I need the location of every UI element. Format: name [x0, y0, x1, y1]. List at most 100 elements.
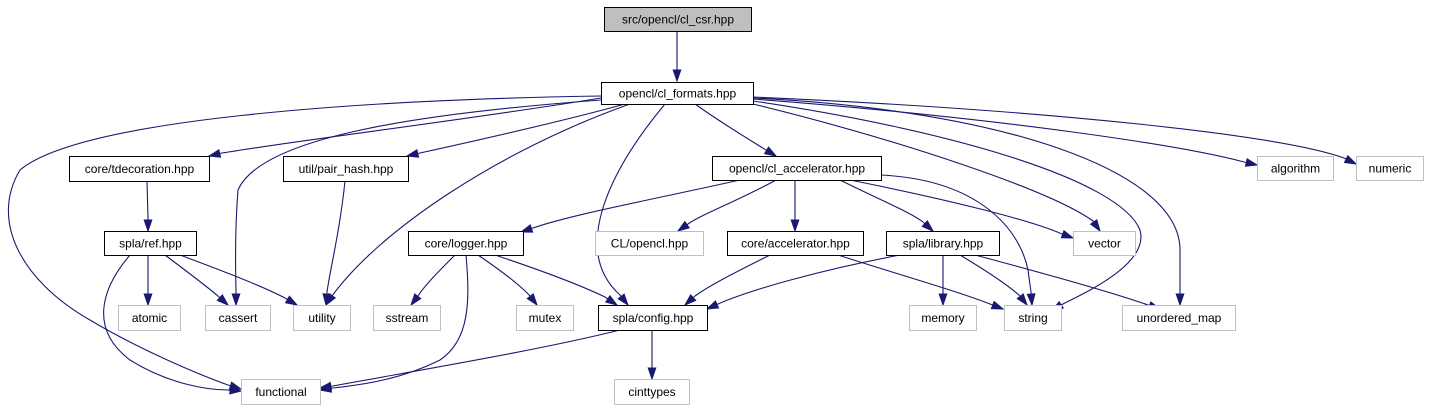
node-box[interactable] — [1356, 156, 1424, 181]
node-box[interactable] — [614, 379, 690, 405]
node-box[interactable] — [1257, 156, 1334, 181]
node-box[interactable] — [595, 231, 704, 256]
edge-cl_accelerator-to-logger — [519, 179, 741, 233]
node-box[interactable] — [909, 305, 977, 331]
node-logger[interactable]: core/logger.hpp — [408, 231, 524, 256]
node-box[interactable] — [598, 305, 708, 331]
node-box[interactable] — [408, 231, 524, 256]
node-box[interactable] — [205, 305, 271, 331]
node-box[interactable] — [373, 305, 441, 331]
node-box[interactable] — [104, 231, 197, 256]
node-memory[interactable]: memory — [909, 305, 977, 331]
node-label: string — [1018, 311, 1047, 325]
edge-cl_csr-to-cl_formats — [672, 31, 682, 83]
edge-logger-to-mutex — [477, 254, 538, 307]
node-unordered_map[interactable]: unordered_map — [1122, 305, 1236, 331]
node-label: opencl/cl_formats.hpp — [619, 87, 737, 101]
node-box[interactable] — [712, 156, 882, 181]
edge-line — [208, 97, 602, 157]
edge-config-to-cinttypes — [647, 330, 657, 381]
node-cl_csr[interactable]: src/opencl/cl_csr.hpp — [604, 7, 752, 32]
edge-line — [706, 254, 901, 310]
edge-library-to-string — [959, 254, 1028, 307]
edge-line — [694, 103, 777, 157]
node-label: atomic — [132, 311, 167, 325]
edge-line — [103, 254, 242, 392]
node-cl_opencl[interactable]: CL/opencl.hpp — [595, 231, 704, 256]
edge-line — [325, 180, 346, 306]
node-functional[interactable]: functional — [241, 379, 321, 405]
arrowhead — [318, 381, 333, 391]
arrowhead — [1060, 229, 1075, 239]
node-label: numeric — [1369, 162, 1412, 176]
edge-cl_formats-to-numeric — [752, 96, 1358, 165]
node-box[interactable] — [69, 156, 210, 182]
node-atomic[interactable]: atomic — [118, 305, 181, 331]
node-box[interactable] — [1073, 231, 1136, 256]
arrowhead — [683, 293, 697, 307]
edge-cl_accelerator-to-accelerator — [790, 180, 800, 233]
node-label: unordered_map — [1137, 311, 1222, 325]
edge-config-to-functional — [318, 329, 621, 391]
edge-line — [164, 254, 229, 306]
edge-line — [406, 103, 626, 157]
node-label: spla/library.hpp — [903, 237, 984, 251]
node-box[interactable] — [886, 231, 1000, 256]
edge-cl_formats-to-cl_accelerator — [694, 103, 778, 157]
edge-line — [752, 103, 1101, 232]
node-box[interactable] — [293, 305, 351, 331]
arrowhead — [1026, 293, 1036, 307]
node-label: mutex — [529, 311, 562, 325]
node-box[interactable] — [516, 305, 574, 331]
node-label: cassert — [219, 311, 258, 325]
edge-line — [520, 179, 741, 233]
node-ref[interactable]: spla/ref.hpp — [104, 231, 197, 256]
node-cl_accelerator[interactable]: opencl/cl_accelerator.hpp — [712, 156, 882, 181]
edge-cl_formats-to-vector — [752, 103, 1101, 233]
arrowhead — [1016, 293, 1028, 307]
node-accelerator[interactable]: core/accelerator.hpp — [727, 231, 864, 256]
node-sstream[interactable]: sstream — [373, 305, 441, 331]
node-vector[interactable]: vector — [1073, 231, 1136, 256]
node-box[interactable] — [1122, 305, 1236, 331]
arrowhead — [519, 224, 534, 233]
node-mutex[interactable]: mutex — [516, 305, 574, 331]
node-utility[interactable]: utility — [293, 305, 351, 331]
arrowhead — [526, 293, 538, 307]
node-string[interactable]: string — [1004, 305, 1062, 331]
node-box[interactable] — [118, 305, 181, 331]
node-label: opencl/cl_accelerator.hpp — [729, 162, 865, 176]
node-numeric[interactable]: numeric — [1356, 156, 1424, 181]
node-cinttypes[interactable]: cinttypes — [614, 379, 690, 405]
node-algorithm[interactable]: algorithm — [1257, 156, 1334, 181]
edge-line — [234, 99, 602, 305]
node-library[interactable]: spla/library.hpp — [886, 231, 1000, 256]
arrowhead — [617, 293, 629, 307]
node-box[interactable] — [283, 156, 409, 182]
arrowhead — [790, 219, 800, 233]
node-cassert[interactable]: cassert — [205, 305, 271, 331]
arrowhead — [231, 293, 241, 307]
arrowhead — [1089, 218, 1101, 233]
arrowhead — [676, 220, 691, 232]
edge-ref-to-utility — [179, 254, 299, 306]
edge-cl_formats-to-cassert — [231, 99, 602, 307]
node-box[interactable] — [727, 231, 864, 256]
node-pair_hash[interactable]: util/pair_hash.hpp — [283, 156, 409, 182]
node-tdecoration[interactable]: core/tdecoration.hpp — [69, 156, 210, 182]
node-box[interactable] — [601, 82, 754, 105]
node-box[interactable] — [1004, 305, 1062, 331]
arrowhead — [410, 293, 422, 307]
edge-line — [677, 179, 777, 232]
edge-line — [959, 254, 1028, 306]
node-label: spla/ref.hpp — [119, 237, 182, 251]
node-cl_formats[interactable]: opencl/cl_formats.hpp — [601, 82, 754, 105]
node-box[interactable] — [241, 379, 321, 405]
arrowhead — [647, 367, 657, 381]
node-config[interactable]: spla/config.hpp — [598, 305, 708, 331]
node-box[interactable] — [604, 7, 752, 32]
arrowhead — [405, 149, 420, 158]
edge-line — [179, 254, 298, 306]
arrowhead — [1244, 158, 1259, 167]
